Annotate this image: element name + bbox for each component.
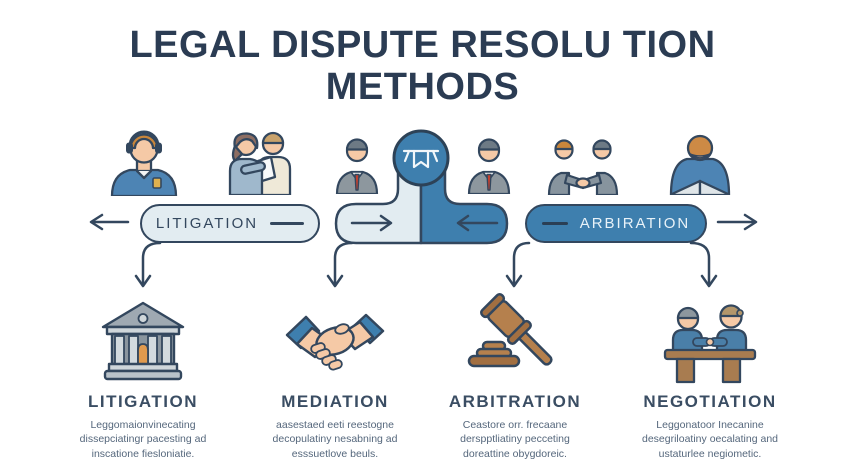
method-description-mediation: aasestaed eeti reestogne decopulatiny ne… (272, 419, 398, 460)
down-connector-mediation (326, 241, 354, 288)
down-connector-arbitration (505, 241, 531, 288)
disputing-couple-icon (228, 131, 292, 195)
judge-headset-icon (110, 130, 178, 196)
litigation-pill: LITIGATION (140, 204, 320, 243)
flow-diagram (89, 129, 758, 288)
method-column-negotiation: NEGOTIATION Leggonatoor Inecanine desegr… (625, 290, 795, 461)
method-label-litigation: LITIGATION (87, 392, 199, 411)
gavel-icon (467, 293, 553, 368)
podium-badge-circle-icon (392, 129, 450, 187)
litigation-pill-label: LITIGATION (155, 215, 259, 232)
method-column-mediation: MEDIATION aasestaed eeti reestogne decop… (250, 290, 420, 461)
method-label-mediation: MEDIATION (281, 392, 389, 411)
businessman-left-icon (335, 138, 379, 194)
method-description-negotiation: Leggonatoor Inecanine desegriloatiny oec… (641, 419, 778, 460)
method-column-litigation: LITIGATION Leggomaionvinecating dissepci… (58, 290, 228, 461)
arbitration-pill: ARBIRATION (525, 204, 707, 243)
businessman-right-icon (467, 138, 511, 194)
pill-connector-line (270, 222, 305, 225)
handshake-icon (285, 313, 385, 371)
left-arrow-icon (89, 213, 130, 231)
method-column-arbitration: ARBITRATION Ceastore orr. frecaane dersp… (430, 290, 600, 461)
courthouse-icon (101, 301, 185, 381)
page-title-line1: LEGAL DISPUTE RESOLU TION (129, 24, 716, 66)
branch-left-arrow-icon (350, 214, 393, 232)
person-reading-icon (669, 134, 731, 195)
down-connector-litigation (134, 241, 162, 288)
pill-connector-line (541, 222, 568, 225)
method-description-arbitration: Ceastore orr. frecaane derspptliatiny pe… (460, 419, 570, 460)
negotiation-table-icon (663, 304, 757, 384)
branch-right-arrow-icon (456, 214, 499, 232)
right-arrow-icon (716, 213, 758, 231)
method-description-litigation: Leggomaionvinecating dissepciatingr pace… (79, 419, 207, 460)
down-connector-negotiation (689, 241, 718, 288)
method-label-negotiation: NEGOTIATION (643, 392, 777, 411)
arbitration-pill-label: ARBIRATION (579, 215, 691, 232)
page-title: LEGAL DISPUTE RESOLU TION METHODS (0, 24, 845, 108)
page-title-line2: METHODS (325, 66, 520, 108)
method-label-arbitration: ARBITRATION (448, 392, 582, 411)
handshake-people-icon (547, 139, 619, 195)
